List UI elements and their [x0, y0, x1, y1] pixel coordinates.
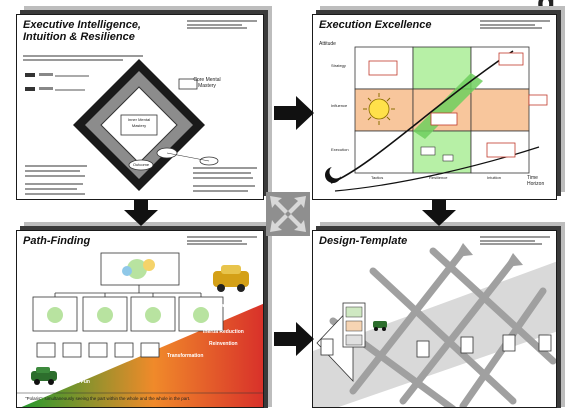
- stage-label-reinvention: Reinvention: [209, 341, 238, 347]
- car-icon: [213, 265, 249, 292]
- slide-title: Path-Finding: [23, 235, 91, 247]
- quadrant-label-outcome: Outcome: [132, 162, 150, 167]
- slide-footer: "Polaris": simultaneously seeing the par…: [25, 396, 191, 401]
- slide-executive-intelligence[interactable]: Executive Intelligence, Intuition & Resi…: [16, 14, 264, 200]
- header-note: [480, 236, 550, 246]
- stage-label-inertia: Inertia Reduction: [203, 329, 244, 335]
- col-label-resilience: Resilience: [429, 175, 448, 180]
- slide-design-template[interactable]: Design-Template: [312, 230, 557, 408]
- slide-title: Execution Excellence: [319, 19, 432, 31]
- quadrant-label-inner: Inner Mental Mastery: [127, 117, 151, 128]
- arrow-right-icon: [274, 96, 314, 130]
- row-label-strategy: Strategy: [331, 63, 346, 68]
- header-note-lines: [23, 55, 143, 65]
- slide-title: Design-Template: [319, 235, 408, 247]
- slide-title: Executive Intelligence, Intuition & Resi…: [23, 19, 141, 43]
- axis-label-right: Time Horizon: [527, 175, 545, 187]
- header-note: [187, 236, 257, 246]
- arrow-down-icon: [422, 200, 456, 226]
- car-icon: [373, 321, 387, 331]
- arrow-down-icon: [124, 200, 158, 226]
- col-label-intuition: Intuition: [487, 175, 502, 180]
- axis-label-top: Attitude: [319, 41, 336, 47]
- quadrant-label-core: Core Mental Mastery: [193, 77, 221, 89]
- cross-arrows-icon: [266, 192, 310, 236]
- excellence-grid: [325, 46, 548, 192]
- row-label-execution: Execution: [331, 147, 349, 152]
- stage-label-mastery: Mastery Wave: [217, 303, 251, 309]
- diamond-diagram: [25, 59, 257, 195]
- header-note: [187, 20, 257, 30]
- header-note: [480, 20, 550, 30]
- arrow-right-icon: [274, 322, 314, 356]
- sun-icon: [363, 93, 395, 125]
- stage-label-transformation: Transformation: [167, 353, 204, 359]
- design-template-diagram: [313, 243, 556, 407]
- slide-path-finding[interactable]: Path-Finding Mastery Wave Transformation…: [16, 230, 264, 408]
- stage-label-insight: Insight Fun: [63, 379, 90, 385]
- car-icon: [31, 367, 57, 385]
- moon-icon: [325, 165, 343, 183]
- slide-execution-excellence[interactable]: Execution Excellence: [312, 14, 557, 200]
- col-label-tactics: Tactics: [371, 175, 384, 180]
- path-finding-diagram: [17, 252, 263, 407]
- row-label-influence: Influence: [331, 103, 348, 108]
